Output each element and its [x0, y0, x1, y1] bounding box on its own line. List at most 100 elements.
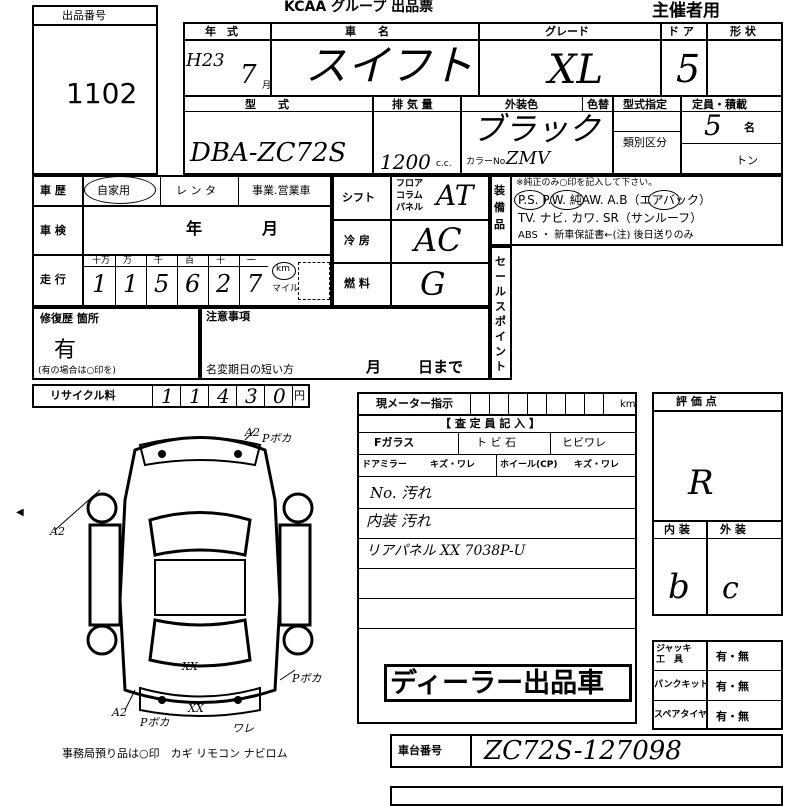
wheel-front-left: [86, 492, 118, 524]
left-arrow-marker: ◀: [16, 507, 24, 518]
recycle-digit: 4: [217, 384, 230, 408]
repair-value: 有: [54, 338, 77, 363]
color-no-label: カラーNo.: [466, 157, 508, 167]
inspector-note-1: No. 汚れ: [370, 484, 432, 502]
spare-option: 有・無: [716, 710, 749, 723]
year-value: H23: [186, 50, 225, 71]
mileage-divider: [115, 256, 116, 307]
form-title: KCAA グループ 出品票: [284, 0, 434, 15]
diagram-mark-9: ワレ: [232, 722, 254, 735]
door-label: ド ア: [668, 25, 694, 38]
capacity-label: 定員・積載: [692, 98, 747, 111]
meter-cell-divider: [489, 392, 490, 414]
inspector-note-2: 内装 汚れ: [366, 512, 431, 530]
displacement-value: 1200: [380, 150, 431, 174]
car-name-label: 車 名: [345, 25, 389, 38]
shift-label: シフト: [342, 191, 375, 204]
puncture-label: パンクキット: [654, 680, 709, 690]
equipment-label: 装備品: [494, 184, 505, 231]
left-side: [88, 523, 122, 627]
mileage-digit: 5: [154, 270, 170, 298]
chassis-value: ZC72S-127098: [484, 736, 682, 766]
interior-value: b: [668, 567, 690, 607]
exterior-label: 外 装: [720, 523, 746, 536]
wheel-label: ホイール(CP): [500, 460, 558, 470]
recycle-digit: 1: [161, 384, 174, 408]
km-label: km: [276, 264, 290, 274]
tools-box: [652, 640, 783, 730]
mileage-label: 走 行: [40, 273, 66, 286]
rear-bumper: [139, 686, 261, 717]
equipment-line-3: ABS ・ 新車保証書←(注) 後日送りのみ: [518, 230, 694, 241]
recycle-box: [32, 384, 310, 408]
body-label: 形 状: [730, 25, 756, 38]
mile-box: [298, 262, 330, 300]
crack-label: ヒビワレ: [562, 436, 606, 449]
meter-label: 現メーター指示: [376, 397, 453, 410]
mileage-divider: [177, 256, 178, 307]
rating-box: [652, 392, 783, 616]
shift-grid: [332, 175, 490, 307]
recycle-divider: [264, 384, 265, 408]
model-value: DBA-ZC72S: [190, 138, 347, 168]
sales-point-label: セールスポイント: [495, 255, 506, 373]
month-unit: 月: [262, 81, 272, 91]
jack-option: 有・無: [716, 650, 749, 663]
light-front-left: [158, 450, 166, 458]
model-label: 型 式: [245, 98, 289, 111]
car-body-outline: [118, 436, 282, 704]
meter-cell-divider: [565, 392, 566, 414]
shift-value: AT: [436, 179, 474, 212]
fuel-label: 燃 料: [344, 277, 370, 290]
grade-value: XL: [548, 47, 604, 93]
capacity-unit: 名: [744, 121, 755, 134]
color-no-value: ZMV: [506, 148, 550, 169]
dealer-stamp: [384, 664, 632, 702]
mark-line-rearright: [279, 669, 296, 681]
rear-window: [148, 618, 252, 668]
light-rear-left: [158, 696, 166, 704]
mileage-digit-label: 千: [154, 256, 164, 266]
recycle-unit: 円: [294, 389, 305, 402]
grade-label: グレード: [545, 25, 589, 38]
repair-label: 修復歴 箇所: [40, 312, 99, 325]
ac-value: AC: [414, 221, 462, 259]
light-front-right: [234, 450, 242, 458]
mileage-digit: 1: [92, 270, 108, 298]
shift-options: フロア コラム パネル: [396, 179, 424, 213]
ext-color-value: ブラック: [472, 110, 601, 148]
recycle-divider: [208, 384, 209, 408]
ab-circle: [648, 190, 680, 210]
jack-label: ジャッキ 工 具: [656, 644, 692, 665]
meter-cell-divider: [527, 392, 528, 414]
meter-cell-divider: [470, 392, 471, 414]
dealer-stamp-text: ディーラー出品車: [390, 668, 605, 699]
wheel-rear-left: [86, 624, 118, 656]
inspection-year: 年: [186, 219, 203, 238]
car-diagram: A2 Pボカ A2 Pボカ A2 Pボカ XX XX ワレ: [49, 426, 321, 735]
vehicle-block: [183, 22, 783, 175]
name-change-day: 日まで: [418, 358, 464, 376]
equipment-line-1: P.S. P.W. 純AW. A.B（エアバック）: [518, 193, 711, 207]
mileage-digit-label: 百: [185, 256, 195, 266]
mileage-digit: 6: [185, 270, 201, 298]
meter-cell-divider: [584, 392, 585, 414]
name-change-month: 月: [366, 358, 382, 376]
mileage-digit: 1: [123, 270, 139, 298]
mark-line-front: [244, 429, 256, 441]
puncture-option: 有・無: [716, 680, 749, 693]
exterior-value: c: [722, 571, 739, 606]
mileage-digit-label: 十万: [92, 256, 111, 266]
km-circle: [272, 262, 296, 280]
lot-number-box: [32, 5, 158, 175]
equipment-note: ※純正のみ○印を記入して下さい。: [516, 178, 658, 188]
meter-unit: km: [620, 399, 636, 410]
ext-color-label: 外装色: [505, 98, 538, 111]
diagram-mark-7: XX: [181, 660, 199, 673]
windshield: [148, 511, 252, 557]
wheel-rear-right: [282, 624, 314, 656]
diagram-mark-5: A2: [111, 706, 127, 719]
notes-label: 注意事項: [206, 310, 250, 323]
mark-line-rear: [124, 689, 136, 711]
lot-label: 出品番号: [62, 9, 106, 22]
